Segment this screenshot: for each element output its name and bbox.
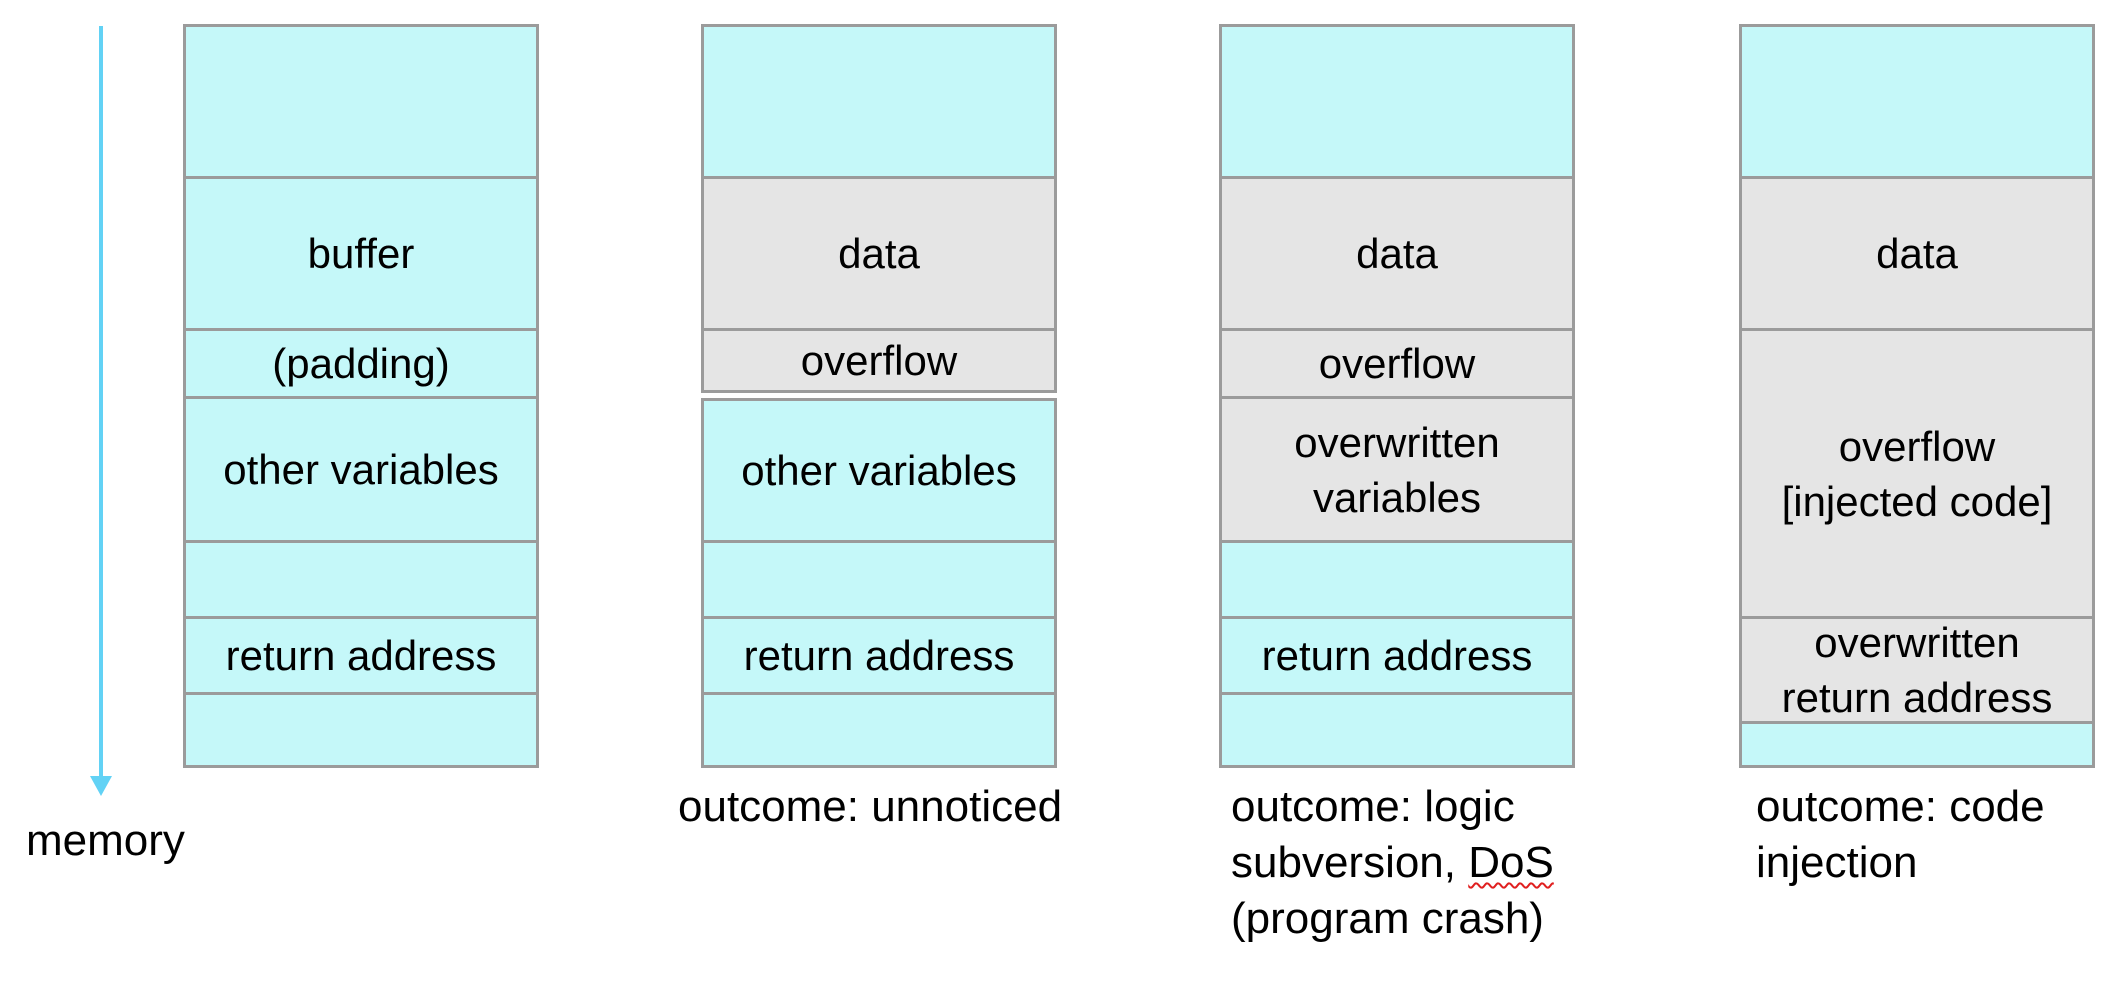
outcome-logic-subversion: outcome: logic subversion, DoS (program … [1231, 779, 1554, 947]
stack-normal: buffer (padding) other variables return … [183, 24, 539, 768]
cell-label: return address [1261, 632, 1533, 679]
outcome-unnoticed: outcome: unnoticed [678, 782, 1063, 831]
outcome-line: subversion, DoS [1231, 835, 1554, 891]
outcome-line: (program crash) [1231, 894, 1544, 943]
dos-term: DoS [1468, 838, 1554, 887]
stack-cell-bottom [1739, 721, 2095, 768]
overflow-cell: overflow [701, 328, 1057, 393]
overwritten-return-address-cell: overwritten return address [1739, 616, 2095, 724]
data-cell: data [1219, 176, 1575, 331]
data-cell: data [1739, 176, 2095, 331]
stack-cell-bottom [183, 692, 539, 768]
stack-cell-top [701, 24, 1057, 179]
memory-direction-arrow [90, 26, 112, 796]
cell-label: overflow [1318, 340, 1476, 387]
memory-arrow-shaft [99, 26, 103, 778]
other-variables-cell: other variables [183, 396, 539, 543]
return-address-cell: return address [1219, 616, 1575, 695]
padding-cell: (padding) [183, 328, 539, 399]
cell-label: overflow [injected code] [1781, 422, 2053, 525]
stack-cell-top [1739, 24, 2095, 179]
stack-gap-cell [183, 540, 539, 619]
cell-label: overwritten variables [1294, 418, 1500, 521]
outcome-line: injection [1756, 838, 1918, 887]
cell-label: buffer [307, 230, 415, 277]
stack-overflow-unnoticed: data overflow other variables return add… [701, 24, 1057, 768]
injected-code-cell: overflow [injected code] [1739, 328, 2095, 619]
buffer-cell: buffer [183, 176, 539, 331]
stack-gap-cell [1219, 540, 1575, 619]
cell-label: return address [225, 632, 497, 679]
cell-label: other variables [223, 446, 499, 493]
cell-label: (padding) [272, 340, 450, 387]
memory-label: memory [26, 816, 185, 865]
cell-label: other variables [741, 447, 1017, 494]
cell-label: data [838, 230, 920, 277]
stack-overflow-code-injection: data overflow [injected code] overwritte… [1739, 24, 2095, 768]
return-address-cell: return address [183, 616, 539, 695]
stack-cell-bottom [1219, 692, 1575, 768]
stack-gap-cell [701, 540, 1057, 619]
cell-label: return address [743, 632, 1015, 679]
outcome-line: outcome: logic [1231, 782, 1515, 831]
overwritten-variables-cell: overwritten variables [1219, 396, 1575, 543]
outcome-code-injection: outcome: code injection [1756, 779, 2045, 891]
stack-cell-top [183, 24, 539, 179]
cell-label: data [1876, 230, 1958, 277]
overflow-cell: overflow [1219, 328, 1575, 399]
data-cell: data [701, 176, 1057, 331]
cell-label: overwritten return address [1781, 619, 2053, 721]
return-address-cell: return address [701, 616, 1057, 695]
stack-cell-bottom [701, 692, 1057, 768]
stack-cell-top [1219, 24, 1575, 179]
memory-arrow-head [90, 776, 112, 796]
outcome-line: outcome: code [1756, 782, 2045, 831]
other-variables-cell: other variables [701, 398, 1057, 543]
outcome-text: subversion, [1231, 838, 1469, 887]
cell-label: overflow [800, 337, 958, 384]
stack-overflow-logic-subversion: data overflow overwritten variables retu… [1219, 24, 1575, 768]
cell-label: data [1356, 230, 1438, 277]
